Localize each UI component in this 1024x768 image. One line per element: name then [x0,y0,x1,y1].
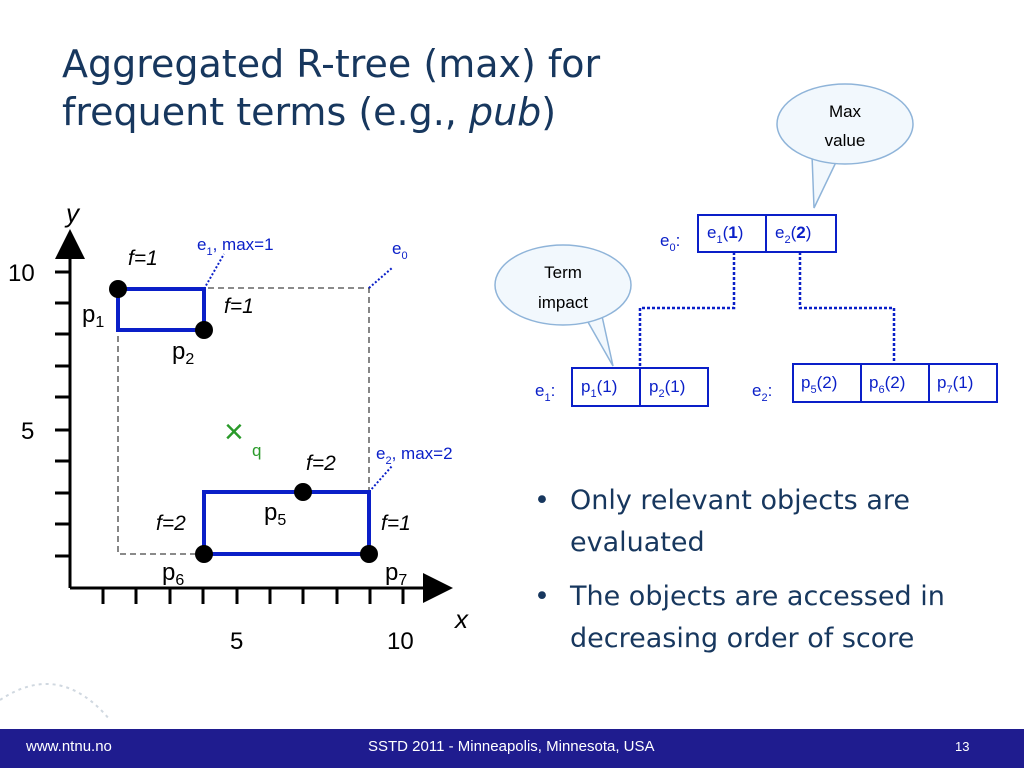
footer-page-number: 13 [955,739,970,754]
mbr-e1 [116,287,206,332]
bullet-dot-icon: • [534,581,550,612]
plot-axes [55,229,453,604]
p6-frequency: f=2 [156,512,186,535]
bullet-item: • The objects are accessed in decreasing… [530,576,1000,660]
callout-max-line1: Max [829,102,862,121]
p2-label: p2 [172,338,194,368]
query-marker-icon: × [224,413,244,451]
connector-root-e2 [798,252,896,364]
e2-mbr-note: , max=2 [392,444,453,463]
y-tick-marks [55,270,70,558]
e0-leader-line [368,267,393,289]
title-line2-prefix: frequent terms (e.g., [62,90,469,134]
bullet-item: • Only relevant objects are evaluated [530,480,1000,564]
x-tick-label-5: 5 [230,628,243,655]
rtree-diagram: y x 10 5 5 10 e1, max=1 e0 e2, max=2 p1 … [0,83,998,721]
footer-conference: SSTD 2011 - Minneapolis, Minnesota, USA [368,738,655,755]
slide-title: Aggregated R-tree (max) for frequent ter… [62,40,702,136]
point-p5 [294,483,312,501]
bullet-1-line1: Only relevant objects are [570,485,910,516]
callout-term-impact: Term impact [494,244,632,367]
e2-node-entry-p5 [792,363,862,403]
x-axis-label: x [453,604,469,634]
point-p1 [109,280,127,298]
e2-node-entry-p5-text: p5(2) [801,373,837,396]
mbr-e2 [202,490,371,556]
e2-mbr-sub: 2 [385,455,391,467]
bullet-2-line2: decreasing order of score [570,623,915,654]
e0-mbr-name: e [392,239,401,258]
point-p2 [195,321,213,339]
p2-frequency: f=1 [224,295,254,318]
e1-mbr-name: e [197,235,206,254]
p1-label: p1 [82,301,104,331]
e1-node-entry-p1-text: p1(1) [581,377,617,400]
callout-max-line2: value [825,131,866,150]
p7-label: p7 [385,559,407,589]
point-p6 [195,545,213,563]
bullet-dot-icon: • [534,485,550,516]
e2-mbr-label: e2, max=2 [376,444,453,467]
e1-mbr-note: , max=1 [213,235,274,254]
p1-frequency: f=1 [128,247,158,270]
e0-mbr-sub: 0 [401,250,407,262]
p5-frequency: f=2 [306,452,336,475]
e1-mbr-label: e1, max=1 [197,235,274,258]
title-line1: Aggregated R-tree (max) for [62,42,601,86]
title-line2-suffix: ) [541,90,557,134]
p5-label: p5 [264,499,286,529]
query-label: q [252,441,261,460]
e2-node-entry-p6-text: p6(2) [869,373,905,396]
e1-leader-line [203,253,225,290]
root-node-label: e0: [660,231,680,254]
p6-label: p6 [162,559,184,589]
connector-root-e1 [638,252,736,368]
e2-mbr-name: e [376,444,385,463]
point-p7 [360,545,378,563]
y-axis-label: y [64,198,81,228]
decorative-curve [0,683,111,721]
e2-node-label: e2: [752,381,772,404]
y-tick-label-5: 5 [21,418,34,445]
footer-bar: www.ntnu.no SSTD 2011 - Minneapolis, Min… [0,729,1024,768]
title-line2-italic: pub [468,90,542,134]
e2-node-entry-p6 [860,363,930,403]
callout-term-line1: Term [544,263,582,282]
e2-node-entry-p7 [928,363,998,403]
callout-term-line2: impact [538,293,588,312]
e0-mbr-label: e0 [392,239,408,262]
bullet-1-line2: evaluated [570,527,705,558]
bullet-2-line1: The objects are accessed in [570,581,945,612]
x-tick-label-10: 10 [387,628,414,655]
x-tick-marks [101,588,405,604]
root-entry-e1-text: e1(1) [707,223,743,246]
bullet-list: • Only relevant objects are evaluated • … [530,480,1000,672]
y-tick-label-10: 10 [8,260,35,287]
callout-max-value: Max value [776,83,914,209]
p7-frequency: f=1 [381,512,411,535]
e1-mbr-sub: 1 [206,246,212,258]
footer-url[interactable]: www.ntnu.no [26,738,112,755]
e2-node-entry-p7-text: p7(1) [937,373,973,396]
e1-node-entry-p2 [639,367,709,407]
e1-node-entry-p1 [571,367,641,407]
e2-leader-line [368,465,393,493]
e1-node-entry-p2-text: p2(1) [649,377,685,400]
e1-node-label: e1: [535,381,555,404]
root-entry-e2-text: e2(2) [775,223,811,246]
